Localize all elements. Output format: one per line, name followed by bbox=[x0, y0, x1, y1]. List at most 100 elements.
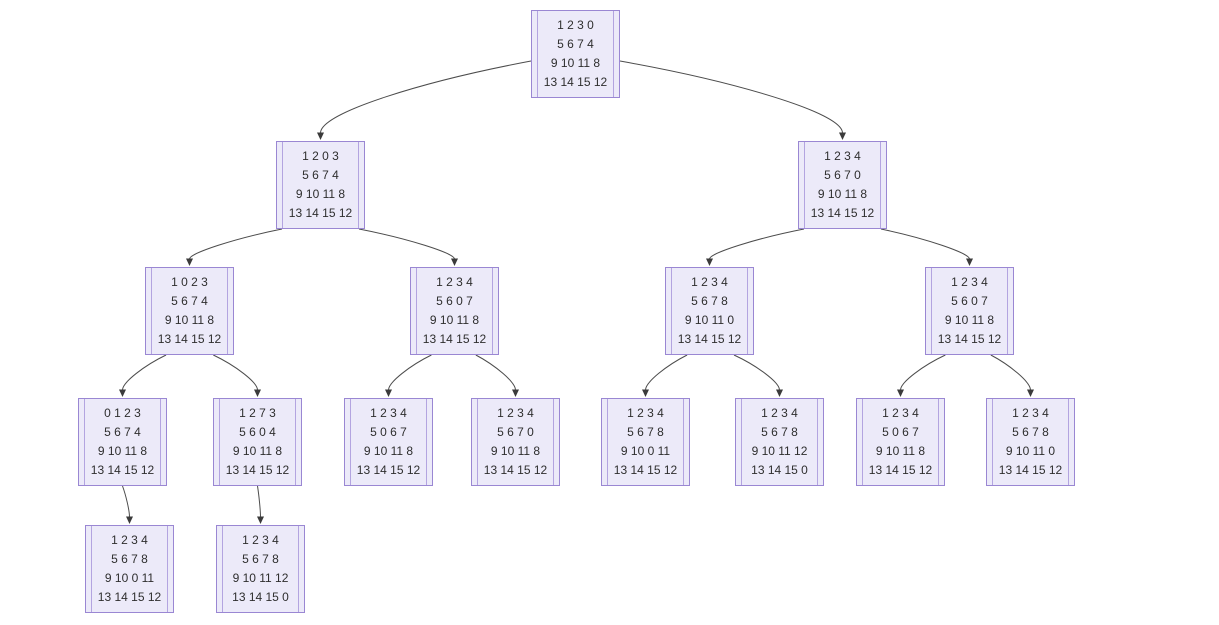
node-rail-vr bbox=[298, 526, 299, 612]
puzzle-row: 1 2 3 4 bbox=[242, 533, 279, 547]
tree-edge-l4b-l5b bbox=[257, 485, 261, 518]
puzzle-row: 9 10 11 12 bbox=[751, 444, 808, 458]
node-rail-vr bbox=[167, 526, 168, 612]
puzzle-row: 5 0 6 7 bbox=[370, 425, 407, 439]
puzzle-row: 9 10 11 8 bbox=[295, 187, 346, 201]
puzzle-row: 5 6 7 4 bbox=[302, 168, 339, 182]
puzzle-row: 9 10 11 8 bbox=[429, 313, 480, 327]
node-rail-vl bbox=[151, 268, 152, 354]
tree-edge-l4a-l5a bbox=[122, 485, 130, 518]
puzzle-row: 13 14 15 0 bbox=[232, 590, 289, 604]
puzzle-row: 13 14 15 12 bbox=[998, 463, 1063, 477]
puzzle-row: 13 14 15 12 bbox=[288, 206, 353, 220]
puzzle-row: 13 14 15 12 bbox=[613, 463, 678, 477]
puzzle-row: 1 2 3 4 bbox=[824, 149, 861, 163]
tree-edge-l3d-l4g bbox=[900, 354, 946, 391]
node-rail-vl bbox=[91, 526, 92, 612]
arrowhead-icon bbox=[1027, 389, 1034, 397]
puzzle-row: 1 2 3 4 bbox=[627, 406, 664, 420]
arrowhead-icon bbox=[186, 258, 193, 266]
puzzle-row: 13 14 15 12 bbox=[422, 332, 487, 346]
node-rail-vr bbox=[1007, 268, 1008, 354]
node-rail-vr bbox=[358, 142, 359, 228]
puzzle-row: 13 14 15 12 bbox=[483, 463, 548, 477]
puzzle-row: 1 0 2 3 bbox=[171, 275, 208, 289]
puzzle-row: 5 6 7 4 bbox=[104, 425, 141, 439]
node-rail-vl bbox=[607, 399, 608, 485]
puzzle-row: 5 6 7 8 bbox=[242, 552, 279, 566]
puzzle-row: 5 6 7 0 bbox=[497, 425, 534, 439]
node-rail-vr bbox=[817, 399, 818, 485]
arrowhead-icon bbox=[119, 389, 126, 397]
puzzle-row: 13 14 15 0 bbox=[751, 463, 808, 477]
puzzle-row: 1 2 3 4 bbox=[436, 275, 473, 289]
puzzle-row: 13 14 15 12 bbox=[677, 332, 742, 346]
puzzle-row: 5 0 6 7 bbox=[882, 425, 919, 439]
arrowhead-icon bbox=[257, 516, 264, 524]
puzzle-node-l5b: 1 2 3 4 5 6 7 8 9 10 11 12 13 14 15 0 bbox=[216, 525, 305, 613]
node-rail-vr bbox=[683, 399, 684, 485]
node-rail-vl bbox=[350, 399, 351, 485]
puzzle-node-l2a: 1 2 0 3 5 6 7 4 9 10 11 8 13 14 15 12 bbox=[276, 141, 365, 229]
tree-edge-l3b-l4c bbox=[388, 354, 432, 391]
puzzle-row: 13 14 15 12 bbox=[225, 463, 290, 477]
arrowhead-icon bbox=[897, 389, 904, 397]
puzzle-row: 9 10 11 8 bbox=[550, 56, 601, 70]
puzzle-row: 9 10 11 8 bbox=[232, 444, 283, 458]
puzzle-row: 9 10 0 11 bbox=[104, 571, 155, 585]
puzzle-row: 5 6 7 4 bbox=[557, 37, 594, 51]
node-rail-vl bbox=[477, 399, 478, 485]
arrowhead-icon bbox=[451, 258, 458, 266]
puzzle-row: 5 6 0 4 bbox=[239, 425, 276, 439]
puzzle-row: 5 6 7 8 bbox=[761, 425, 798, 439]
node-rail-vl bbox=[222, 526, 223, 612]
puzzle-row: 9 10 11 12 bbox=[232, 571, 289, 585]
puzzle-row: 9 10 11 8 bbox=[97, 444, 148, 458]
puzzle-row: 1 2 3 0 bbox=[557, 18, 594, 32]
puzzle-row: 9 10 11 8 bbox=[944, 313, 995, 327]
puzzle-row: 13 14 15 12 bbox=[356, 463, 421, 477]
tree-edge-l3a-l4a bbox=[122, 354, 167, 391]
puzzle-row: 1 2 0 3 bbox=[302, 149, 339, 163]
puzzle-row: 9 10 11 8 bbox=[164, 313, 215, 327]
puzzle-row: 13 14 15 12 bbox=[97, 590, 162, 604]
puzzle-row: 9 10 11 8 bbox=[817, 187, 868, 201]
arrowhead-icon bbox=[642, 389, 649, 397]
node-rail-vr bbox=[747, 268, 748, 354]
node-rail-vl bbox=[741, 399, 742, 485]
node-rail-vr bbox=[295, 399, 296, 485]
node-rail-vl bbox=[931, 268, 932, 354]
node-rail-vr bbox=[938, 399, 939, 485]
puzzle-row: 5 6 7 8 bbox=[1012, 425, 1049, 439]
puzzle-row: 9 10 11 0 bbox=[1005, 444, 1056, 458]
node-rail-vl bbox=[804, 142, 805, 228]
tree-edge-l3d-l4h bbox=[990, 354, 1031, 391]
puzzle-row: 13 14 15 12 bbox=[937, 332, 1002, 346]
puzzle-row: 13 14 15 12 bbox=[90, 463, 155, 477]
puzzle-row: 9 10 11 8 bbox=[490, 444, 541, 458]
node-rail-vr bbox=[492, 268, 493, 354]
tree-edge-l2b-l3c bbox=[709, 228, 805, 260]
puzzle-row: 13 14 15 12 bbox=[810, 206, 875, 220]
node-rail-vr bbox=[553, 399, 554, 485]
puzzle-row: 9 10 11 0 bbox=[684, 313, 735, 327]
node-rail-vr bbox=[613, 11, 614, 97]
node-rail-vr bbox=[880, 142, 881, 228]
node-rail-vl bbox=[282, 142, 283, 228]
puzzle-row: 13 14 15 12 bbox=[157, 332, 222, 346]
